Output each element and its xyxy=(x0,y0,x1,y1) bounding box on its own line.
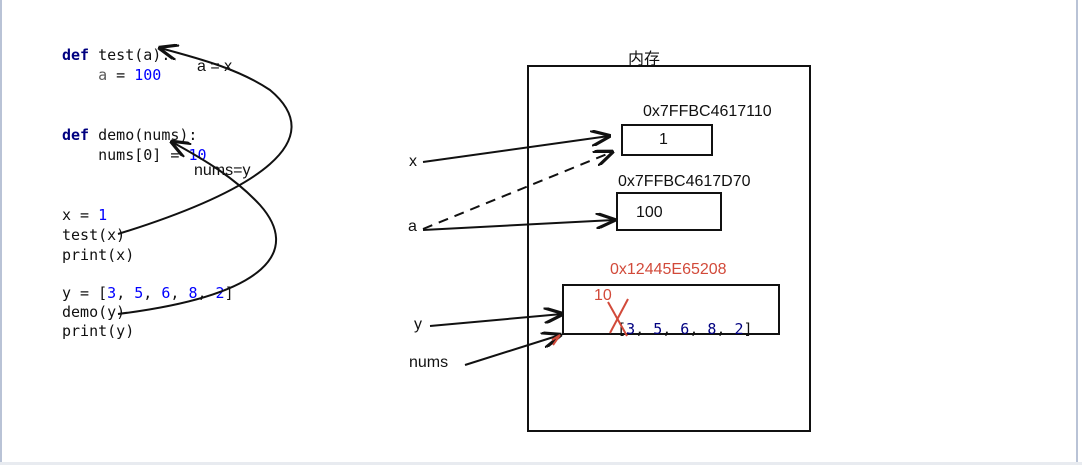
list-item: 3 xyxy=(626,320,636,338)
code-token: y = [ xyxy=(62,284,108,302)
variable-a: a xyxy=(408,218,417,235)
memory-cell-int-100: 100 xyxy=(616,192,722,231)
red-arrow-tip xyxy=(551,334,561,346)
arrow-a-to-cell1-dashed xyxy=(422,152,612,230)
code-line: print(y) xyxy=(62,321,134,341)
memory-box xyxy=(527,65,811,432)
code-line: test(x) xyxy=(62,225,125,245)
code-token: def xyxy=(62,126,90,144)
annotation-a-eq-x: a = x xyxy=(197,58,233,75)
memory-title: 内存 xyxy=(628,51,661,68)
list-item: 2 xyxy=(734,320,744,338)
code-token: , xyxy=(116,284,135,302)
code-line: def test(a): xyxy=(62,45,170,65)
memory-address-1: 0x7FFBC4617110 xyxy=(643,103,772,120)
code-token: demo(y) xyxy=(62,303,126,321)
list-item: 6 xyxy=(680,320,690,338)
code-token: 5 xyxy=(134,284,144,302)
overwrite-value: 10 xyxy=(594,287,612,304)
code-token: , xyxy=(197,284,216,302)
code-token: test(a): xyxy=(89,46,171,64)
arrow-nums-to-list xyxy=(464,335,560,366)
code-line: x = 1 xyxy=(62,205,107,225)
curve-demo-y-to-param-nums xyxy=(117,142,277,315)
frame-right-edge xyxy=(1076,0,1078,465)
code-token: = xyxy=(107,66,135,84)
memory-cell-int-1: 1 xyxy=(621,124,713,156)
arrow-y-to-list xyxy=(429,314,562,327)
code-token: print(x) xyxy=(62,246,135,264)
list-item: 5 xyxy=(653,320,663,338)
variable-y: y xyxy=(414,316,422,333)
code-token: print(y) xyxy=(62,322,135,340)
code-token: 100 xyxy=(134,66,162,84)
list-bracket-close: ] xyxy=(743,320,753,338)
list-item: 8 xyxy=(707,320,717,338)
code-token: ] xyxy=(224,284,234,302)
code-token: a xyxy=(98,66,108,84)
memory-cell-value: 100 xyxy=(636,204,663,221)
red-cross-stroke-2 xyxy=(609,298,629,334)
curve-test-x-to-param-a xyxy=(117,48,293,235)
code-token: test(x) xyxy=(62,226,126,244)
code-token: 1 xyxy=(98,206,108,224)
variable-nums: nums xyxy=(409,354,449,371)
arrow-x-to-cell1 xyxy=(422,136,609,163)
memory-list-content: [3, 5, 6, 8, 2] xyxy=(617,320,753,338)
frame-bottom-edge xyxy=(0,462,1082,465)
list-bracket-open: [ xyxy=(617,320,627,338)
arrow-a-to-cell100 xyxy=(422,220,614,231)
code-token: 3 xyxy=(107,284,117,302)
code-line: print(x) xyxy=(62,245,134,265)
code-line: y = [3, 5, 6, 8, 2] xyxy=(62,283,234,303)
code-token: , xyxy=(170,284,189,302)
memory-cell-value: 1 xyxy=(659,131,668,148)
variable-x: x xyxy=(409,153,417,170)
code-line: demo(y) xyxy=(62,302,125,322)
annotation-nums-eq-y: nums=y xyxy=(194,162,251,179)
memory-address-2: 0x7FFBC4617D70 xyxy=(618,173,751,190)
code-token: def xyxy=(62,46,90,64)
code-line: a = 100 xyxy=(62,65,161,85)
code-token: , xyxy=(143,284,162,302)
code-token: 6 xyxy=(161,284,171,302)
code-token: 8 xyxy=(188,284,198,302)
code-token: 2 xyxy=(215,284,225,302)
memory-address-3: 0x12445E65208 xyxy=(610,261,727,278)
frame-left-edge xyxy=(0,0,2,465)
code-token: x = xyxy=(62,206,99,224)
